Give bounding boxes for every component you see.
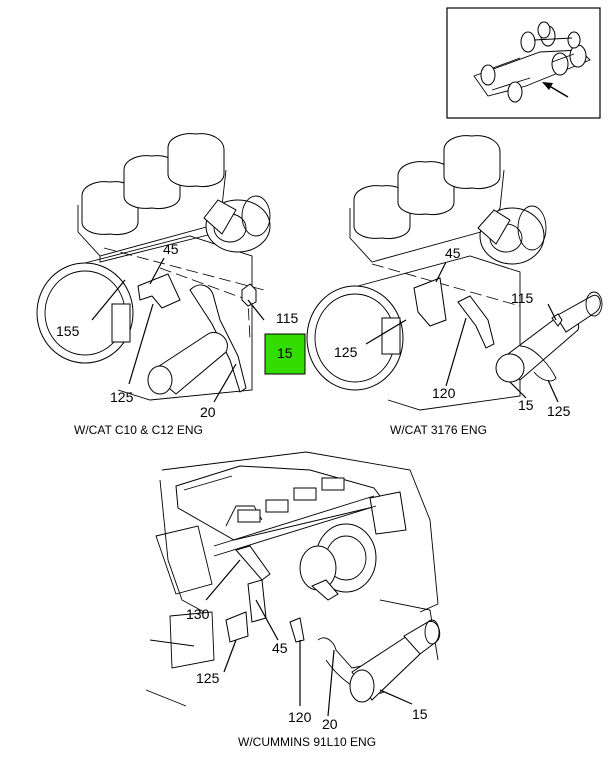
clamp-part-20 xyxy=(189,284,247,393)
callout-45[interactable]: 45 xyxy=(272,640,288,656)
callout-115[interactable]: 115 xyxy=(276,310,299,326)
caption-cat-3176: W/CAT 3176 ENG xyxy=(390,423,487,437)
bracket-part-125 xyxy=(225,611,249,643)
view-cat-c10-c12: 155 45 125 20 115 15 W/CAT C10 & C12 ENG xyxy=(36,133,306,437)
callout-15-highlighted[interactable]: 15 xyxy=(277,345,293,361)
callout-125[interactable]: 125 xyxy=(196,670,220,686)
engine-illustration xyxy=(36,133,271,401)
callout-15[interactable]: 15 xyxy=(412,706,428,722)
engine-illustration xyxy=(145,451,439,707)
callout-45[interactable]: 45 xyxy=(445,245,461,261)
part-115 xyxy=(241,283,257,307)
bracket-part-120 xyxy=(457,295,495,349)
caption-cummins: W/CUMMINS 91L10 ENG xyxy=(238,735,376,749)
callout-120[interactable]: 120 xyxy=(288,709,312,725)
callout-125[interactable]: 125 xyxy=(334,344,358,360)
highlighted-callout-15[interactable]: 15 xyxy=(264,333,306,375)
callout-125[interactable]: 125 xyxy=(110,389,134,405)
callout-125[interactable]: 125 xyxy=(547,403,571,419)
clamp-part-125 xyxy=(519,345,557,382)
view-cummins-91l10: 130 45 125 120 20 15 W/CUMMINS 91L10 ENG xyxy=(145,451,441,749)
callout-20[interactable]: 20 xyxy=(322,716,338,732)
callout-155[interactable]: 155 xyxy=(56,323,80,339)
truck-chassis-icon xyxy=(473,21,591,103)
bracket-part-45 xyxy=(137,273,181,309)
highlight-box[interactable] xyxy=(264,333,306,375)
vehicle-locator-inset xyxy=(446,7,601,119)
callout-45[interactable]: 45 xyxy=(163,241,179,257)
bracket-part-45 xyxy=(413,277,447,327)
callout-20[interactable]: 20 xyxy=(200,404,216,420)
engine-illustration xyxy=(306,135,547,411)
bracket-part-130 xyxy=(235,545,271,581)
location-arrow-icon xyxy=(542,82,569,98)
callout-120[interactable]: 120 xyxy=(432,385,456,401)
view-cat-3176: 45 115 125 120 15 125 W/CAT 3176 ENG xyxy=(306,135,603,437)
pipe-part-15 xyxy=(495,291,603,383)
pipe-part-15 xyxy=(349,619,441,703)
pipe-part-15 xyxy=(147,332,228,395)
callout-15[interactable]: 15 xyxy=(518,397,534,413)
bracket-part-120 xyxy=(289,617,305,643)
callout-130[interactable]: 130 xyxy=(186,606,210,622)
callout-115[interactable]: 115 xyxy=(511,290,534,306)
caption-cat-c10-c12: W/CAT C10 & C12 ENG xyxy=(74,423,203,437)
